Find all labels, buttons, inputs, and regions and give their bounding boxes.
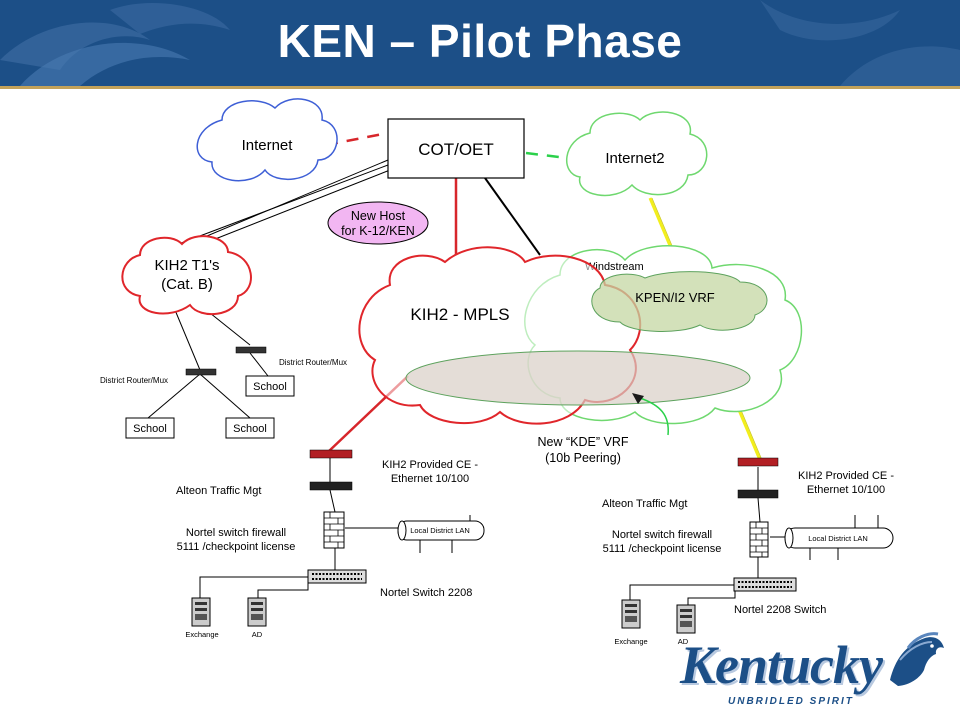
logo-tagline: UNBRIDLED SPIRIT xyxy=(728,696,854,707)
header-divider xyxy=(0,86,960,89)
left-ce-line-2: Ethernet 10/100 xyxy=(391,473,469,485)
logo-wordmark: Kentucky xyxy=(680,635,883,695)
left-lan-label: Local District LAN xyxy=(410,526,470,535)
left-switch-label: Nortel Switch 2208 xyxy=(380,587,472,599)
link-right-switch-servers xyxy=(629,584,736,605)
internet2-cloud: Internet2 xyxy=(566,111,708,197)
left-switch-icon xyxy=(307,569,367,584)
school-2-label: School xyxy=(233,423,267,435)
school-2: School xyxy=(225,417,275,439)
link-t1-router1 xyxy=(174,309,201,371)
kih2-t1-line-2: (Cat. B) xyxy=(161,276,213,293)
left-firewall-line-1: Nortel switch firewall xyxy=(186,527,286,539)
cot-oet-node: COT/OET xyxy=(387,118,525,179)
new-host-bubble: New Host for K-12/KEN xyxy=(327,201,429,245)
left-alteon-device xyxy=(309,481,353,491)
right-firewall-line-2: 5111 /checkpoint license xyxy=(603,543,722,555)
district-router-2: District Router/Mux xyxy=(235,346,347,367)
right-alteon-label: Alteon Traffic Mgt xyxy=(602,498,687,510)
right-ad-label: AD xyxy=(678,637,689,646)
kpen-vrf-cloud: KPEN/I2 VRF xyxy=(591,271,768,332)
kde-vrf-ellipse xyxy=(405,350,751,406)
horse-head-icon xyxy=(890,632,944,686)
right-exchange-label: Exchange xyxy=(614,637,647,646)
new-host-line-2: for K-12/KEN xyxy=(341,224,415,238)
left-ad-server-icon xyxy=(247,597,267,627)
right-firewall-line-1: Nortel switch firewall xyxy=(612,529,712,541)
left-exchange-server-icon xyxy=(191,597,211,627)
left-lan-pipe xyxy=(397,520,485,541)
left-firewall-icon xyxy=(323,511,345,549)
windstream-label: Windstream xyxy=(585,261,644,273)
right-ad-server-icon xyxy=(676,604,696,634)
link-left-switch-servers xyxy=(199,576,309,600)
link-cot-t1-c xyxy=(199,169,391,246)
right-switch-icon xyxy=(733,577,797,592)
school-1: School xyxy=(125,417,175,439)
link-router2-school3 xyxy=(249,352,269,377)
left-ad-label: AD xyxy=(252,630,263,639)
slide-title: KEN – Pilot Phase xyxy=(277,15,683,67)
left-alteon-label: Alteon Traffic Mgt xyxy=(176,485,261,497)
slide-header: KEN – Pilot Phase xyxy=(0,0,960,86)
kih2-t1-line-1: KIH2 T1's xyxy=(154,257,219,274)
kih2-t1-cloud: KIH2 T1's (Cat. B) xyxy=(121,235,252,316)
right-ce-line-1: KIH2 Provided CE - xyxy=(798,470,894,482)
right-exchange-server-icon xyxy=(621,599,641,629)
link-router1-school2 xyxy=(199,373,251,419)
kde-vrf-callout: New “KDE” VRF (10b Peering) xyxy=(538,393,669,465)
right-firewall-icon xyxy=(749,521,769,558)
right-switch-label: Nortel 2208 Switch xyxy=(734,604,826,616)
right-ce-router xyxy=(737,457,779,467)
link-cot-internet2 xyxy=(525,151,576,161)
school-1-label: School xyxy=(133,423,167,435)
link-right-alteon-fw xyxy=(757,497,761,523)
left-ce-line-1: KIH2 Provided CE - xyxy=(382,459,478,471)
cot-oet-label: COT/OET xyxy=(418,140,494,159)
kde-vrf-line-2: (10b Peering) xyxy=(545,451,621,465)
kde-vrf-line-1: New “KDE” VRF xyxy=(538,435,629,449)
kentucky-logo: Kentucky UNBRIDLED SPIRIT xyxy=(680,630,955,715)
new-host-line-1: New Host xyxy=(351,209,406,223)
district-router-1: District Router/Mux xyxy=(100,368,217,385)
link-left-alteon-fw xyxy=(329,489,336,513)
swirl-decoration xyxy=(0,0,960,86)
internet2-label: Internet2 xyxy=(605,150,664,167)
left-site: KIH2 Provided CE - Ethernet 10/100 Alteo… xyxy=(176,449,485,639)
district-router-2-label: District Router/Mux xyxy=(279,358,347,367)
kpen-vrf-label: KPEN/I2 VRF xyxy=(635,290,715,305)
school-3: School xyxy=(245,375,295,397)
right-lan-pipe xyxy=(784,527,894,549)
right-lan-label: Local District LAN xyxy=(808,534,868,543)
school-3-label: School xyxy=(253,381,287,393)
link-cot-t1-b xyxy=(167,164,389,249)
left-exchange-label: Exchange xyxy=(185,630,218,639)
kih2-mpls-label: KIH2 - MPLS xyxy=(410,305,509,324)
district-router-1-label: District Router/Mux xyxy=(100,376,168,385)
right-ce-line-2: Ethernet 10/100 xyxy=(807,484,885,496)
right-site: KIH2 Provided CE - Ethernet 10/100 Alteo… xyxy=(602,457,894,646)
left-ce-router xyxy=(309,449,353,459)
link-router1-school1 xyxy=(147,373,201,419)
left-firewall-line-2: 5111 /checkpoint license xyxy=(177,541,296,553)
internet-label: Internet xyxy=(242,137,294,154)
link-cot-windstream xyxy=(484,177,541,256)
right-alteon-device xyxy=(737,489,779,499)
internet-cloud: Internet xyxy=(196,98,338,182)
